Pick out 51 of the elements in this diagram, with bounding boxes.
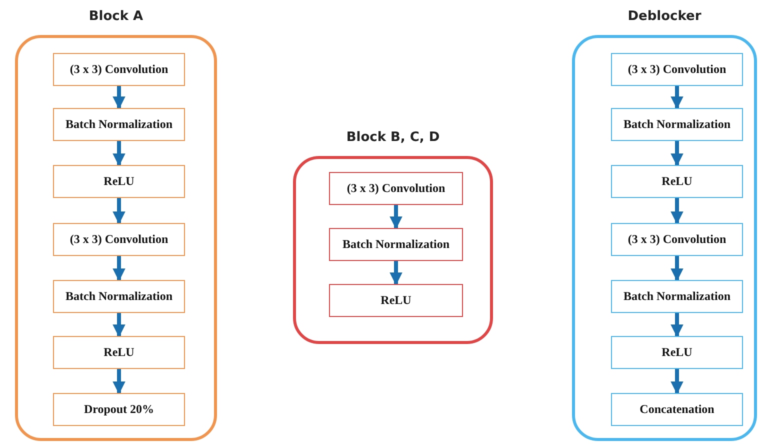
arrow — [112, 198, 126, 224]
layer-label: ReLU — [104, 174, 134, 190]
arrow — [670, 86, 684, 110]
arrow — [112, 141, 126, 166]
arrow — [670, 141, 684, 166]
layer-box — [53, 393, 185, 426]
arrow — [670, 256, 684, 282]
arrow — [670, 369, 684, 394]
layer-box — [611, 53, 743, 86]
arrow — [112, 313, 126, 338]
layer-box — [329, 228, 463, 261]
layer-box — [611, 336, 743, 369]
layer-label: (3 x 3) Convolution — [70, 62, 168, 78]
layer-label: ReLU — [104, 344, 134, 360]
arrow — [112, 86, 126, 110]
layer-box — [611, 108, 743, 141]
block-title: Deblocker — [626, 9, 702, 24]
block-title: Block B, C, D — [345, 130, 441, 145]
arrow — [670, 198, 684, 224]
layer-label: Batch Normalization — [342, 236, 450, 252]
layer-box — [53, 53, 185, 86]
arrow — [670, 313, 684, 338]
layer-box — [611, 223, 743, 256]
layer-box — [53, 223, 185, 256]
layer-label: Batch Normalization — [66, 288, 172, 304]
layer-label: Batch Normalization — [624, 116, 730, 132]
layer-label: (3 x 3) Convolution — [628, 232, 726, 248]
layer-label: (3 x 3) Convolution — [346, 180, 446, 196]
layer-label: Batch Normalization — [66, 116, 172, 132]
layer-box — [53, 165, 185, 198]
layer-label: Concatenation — [640, 402, 714, 418]
layer-label: Batch Normalization — [624, 288, 730, 304]
layer-label: Dropout 20% — [84, 402, 154, 418]
arrow — [390, 261, 402, 286]
layer-box — [53, 280, 185, 313]
layer-box — [53, 108, 185, 141]
layer-box — [611, 393, 743, 426]
arrow — [390, 205, 402, 230]
layer-label: ReLU — [662, 344, 692, 360]
layer-box — [329, 172, 463, 205]
layer-box — [53, 336, 185, 369]
layer-label: (3 x 3) Convolution — [628, 62, 726, 78]
block-title: Block A — [88, 9, 144, 24]
layer-box — [329, 284, 463, 317]
layer-label: ReLU — [662, 174, 692, 190]
layer-label: ReLU — [380, 292, 412, 308]
layer-box — [611, 165, 743, 198]
layer-label: (3 x 3) Convolution — [70, 232, 168, 248]
arrow — [112, 256, 126, 282]
arrow — [112, 369, 126, 394]
layer-box — [611, 280, 743, 313]
